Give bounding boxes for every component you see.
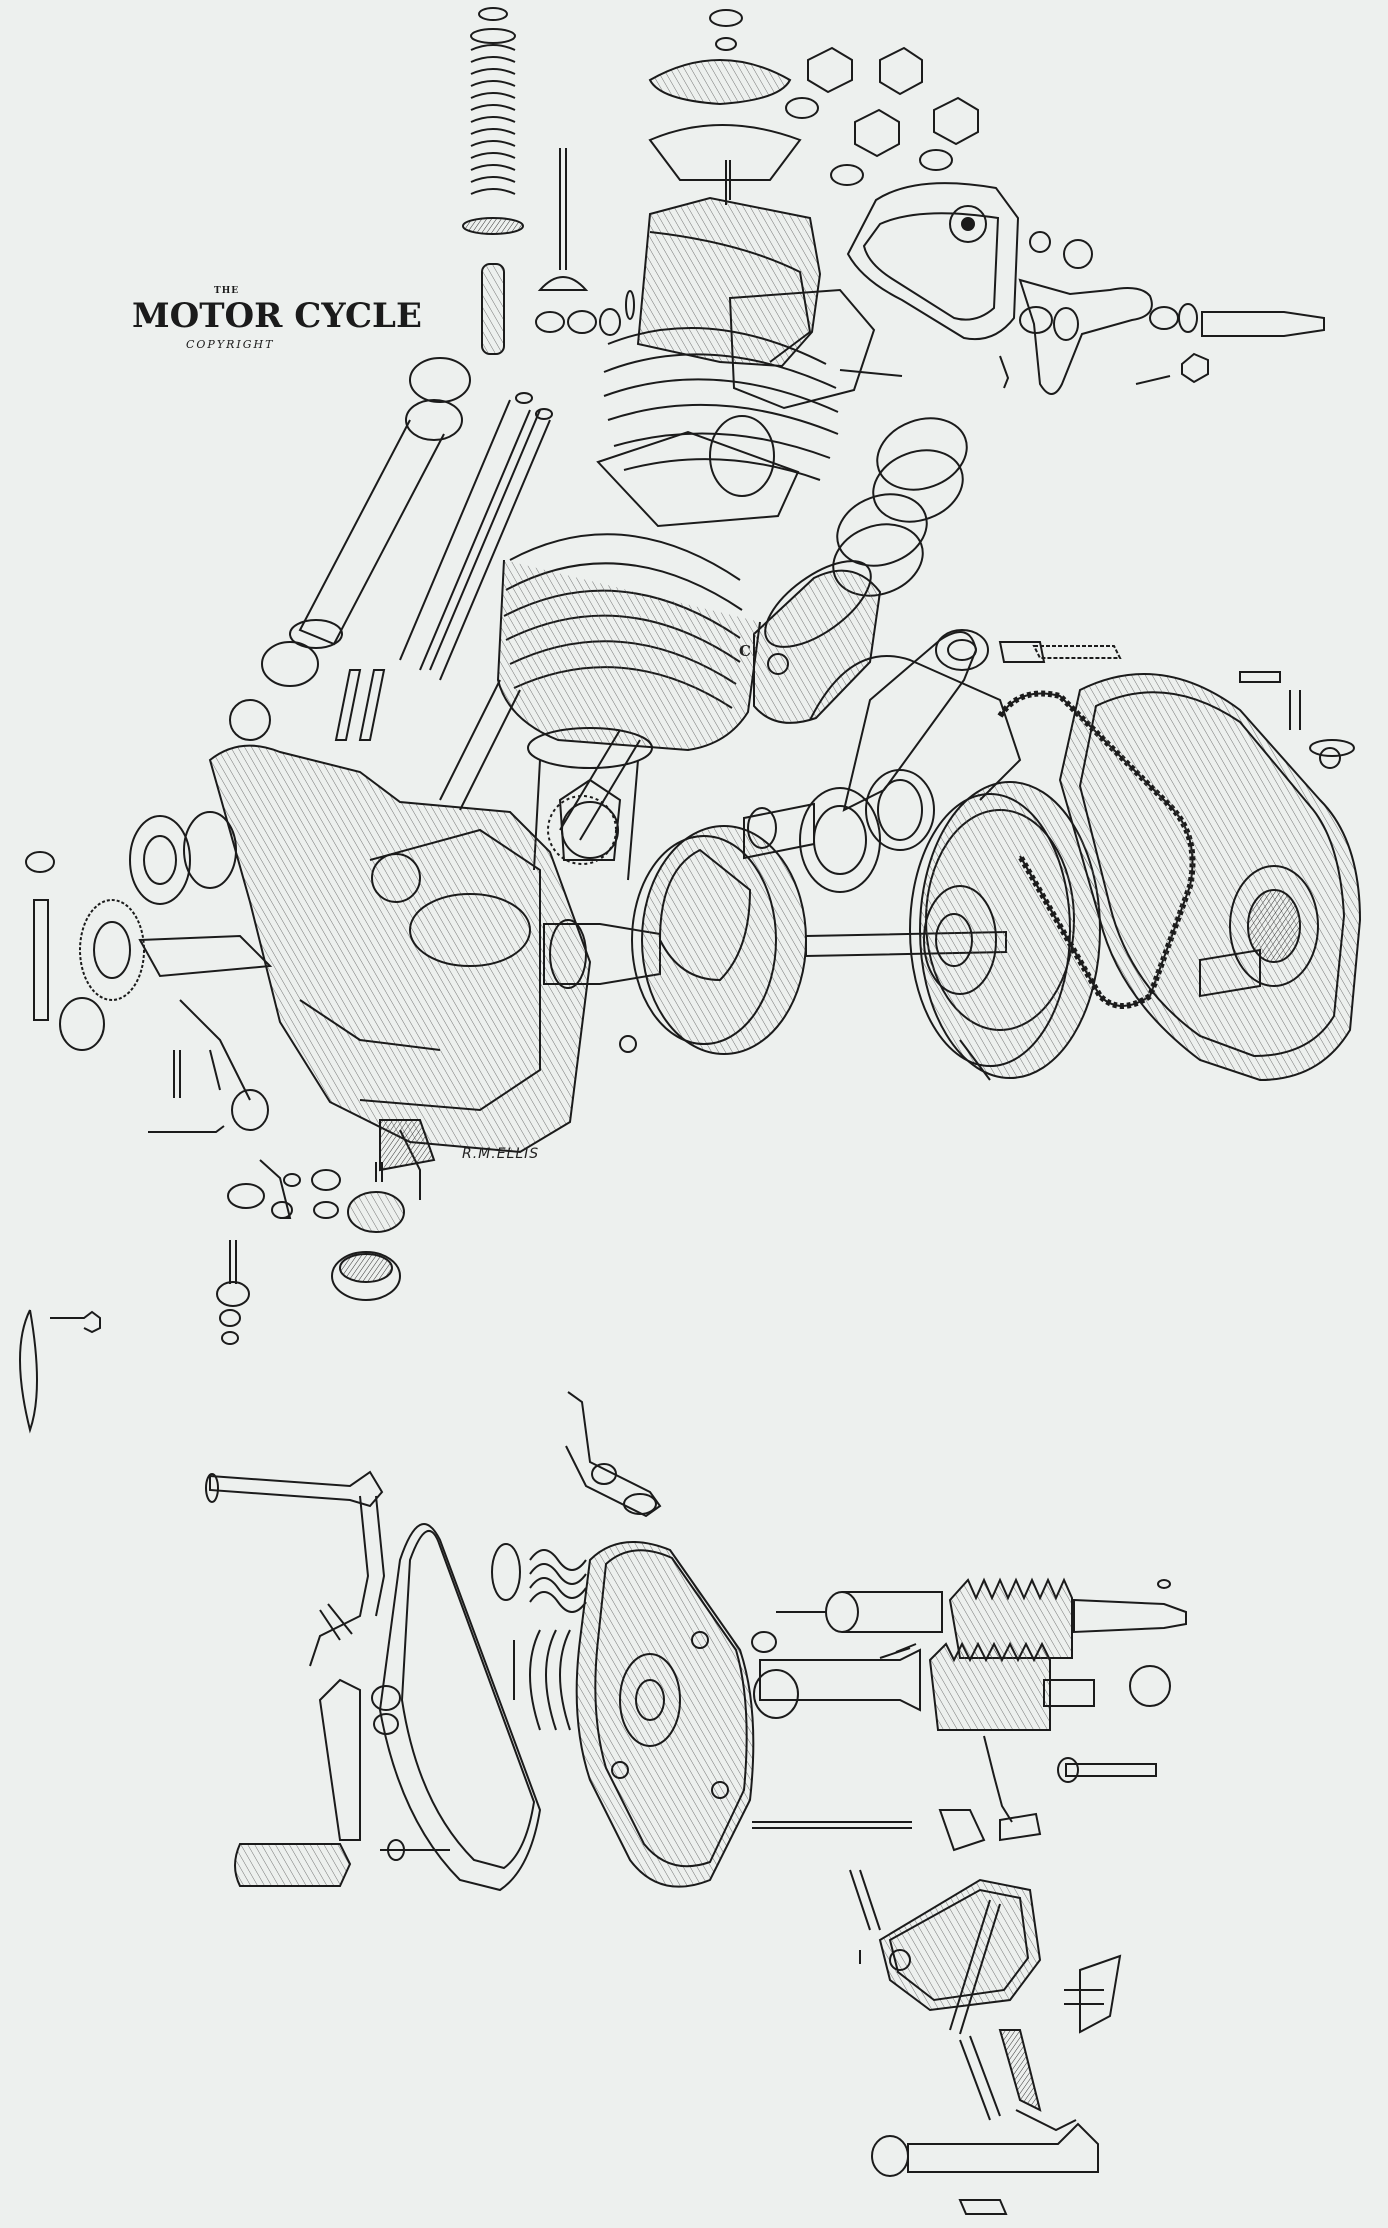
small-nuts-left bbox=[535, 290, 635, 336]
valve-spring-assembly bbox=[462, 7, 524, 355]
gear-selector bbox=[752, 1735, 1157, 1931]
rocker-housing bbox=[846, 182, 1093, 340]
logo-copyright: COPYRIGHT bbox=[186, 338, 275, 351]
selector-linkage-top bbox=[565, 1391, 662, 1518]
crank-cover-plate bbox=[809, 655, 1022, 851]
motor-cycle-logo: THE MOTOR CYCLE COPYRIGHT bbox=[128, 286, 422, 366]
flywheel-right bbox=[909, 781, 1101, 1081]
logo-title: MOTOR CYCLE bbox=[132, 296, 422, 336]
rocker-nuts bbox=[785, 46, 979, 186]
cylinder-barrel bbox=[496, 430, 800, 881]
kickstart-spring bbox=[491, 1543, 587, 1731]
pushrod-tube bbox=[261, 357, 553, 741]
selector-spindle bbox=[871, 2029, 1099, 2215]
part-label-c: C bbox=[739, 642, 751, 660]
piston bbox=[753, 560, 882, 724]
kickstart-lever bbox=[205, 1470, 401, 1887]
gearbox-shafts bbox=[751, 1577, 1187, 1731]
conrod bbox=[743, 629, 1281, 893]
crankcase bbox=[208, 699, 592, 1200]
rocker-arm bbox=[999, 278, 1325, 395]
chaincase bbox=[1058, 673, 1362, 1082]
gearbox-inner-cover bbox=[575, 1541, 755, 1888]
gearbox-outer-cover bbox=[378, 1523, 542, 1892]
logo-the-text: THE bbox=[214, 286, 240, 296]
valve bbox=[537, 148, 589, 291]
selector-quadrant bbox=[859, 1878, 1122, 2035]
timing-gears bbox=[25, 811, 273, 1133]
rocker-cover bbox=[648, 9, 802, 205]
oil-pump-parts bbox=[19, 1159, 405, 1434]
cylinder-head bbox=[603, 160, 903, 497]
artist-signature: R.M.ELLIS bbox=[462, 1146, 540, 1162]
